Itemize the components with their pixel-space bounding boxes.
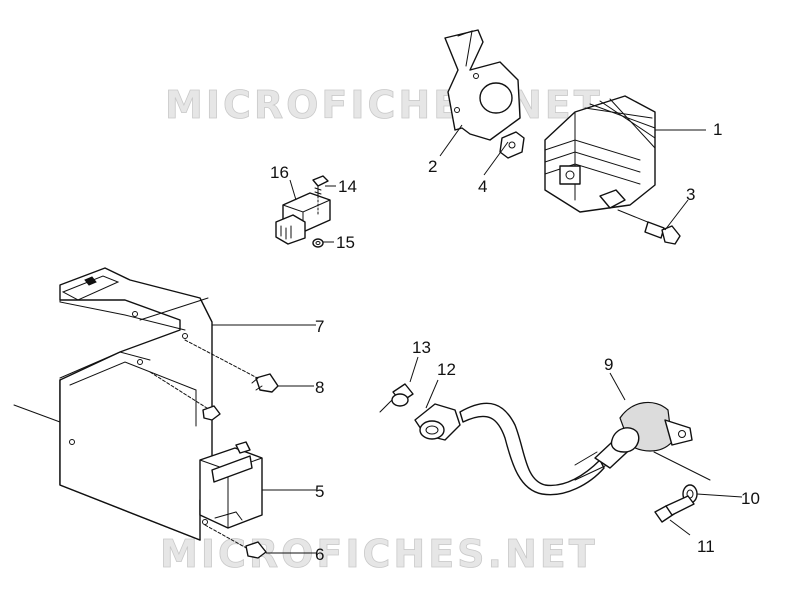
callout-8: 8 xyxy=(315,378,324,397)
callout-14: 14 xyxy=(338,177,357,196)
part-6-bolt[interactable] xyxy=(204,524,267,559)
callout-13: 13 xyxy=(412,338,431,357)
callout-15: 15 xyxy=(336,233,355,252)
part-13-grommet[interactable] xyxy=(391,383,414,407)
part-1-regulator[interactable] xyxy=(544,95,656,213)
callout-4: 4 xyxy=(478,177,487,196)
watermark-top: MICROFICHES.NET xyxy=(165,83,603,127)
callout-5: 5 xyxy=(315,482,324,501)
callout-1: 1 xyxy=(713,120,722,139)
part-14-screw[interactable] xyxy=(312,175,329,216)
callout-6: 6 xyxy=(315,545,324,564)
part-7-mounting-plate[interactable] xyxy=(13,267,213,541)
callout-7: 7 xyxy=(315,317,324,336)
callout-16: 16 xyxy=(270,163,289,182)
part-5-coil[interactable] xyxy=(199,441,263,529)
part-4-clip[interactable] xyxy=(499,131,525,159)
part-11-screw[interactable] xyxy=(654,495,695,523)
callout-2: 2 xyxy=(428,157,437,176)
part-16-relay[interactable] xyxy=(275,192,331,245)
watermark-bottom: MICROFICHES.NET xyxy=(160,532,598,576)
part-2-bracket[interactable] xyxy=(444,29,521,141)
part-9-ignition-coil[interactable] xyxy=(574,401,711,481)
part-3-screw[interactable] xyxy=(617,209,681,245)
callout-3: 3 xyxy=(686,185,695,204)
leader-lines xyxy=(212,124,743,554)
callout-9: 9 xyxy=(604,355,613,374)
callout-12: 12 xyxy=(437,360,456,379)
callout-10: 10 xyxy=(741,489,760,508)
part-15-washer[interactable] xyxy=(312,238,324,248)
callout-11: 11 xyxy=(697,537,715,556)
part-8-bolt[interactable] xyxy=(149,339,279,421)
part-12-plug-cap[interactable] xyxy=(379,399,605,496)
